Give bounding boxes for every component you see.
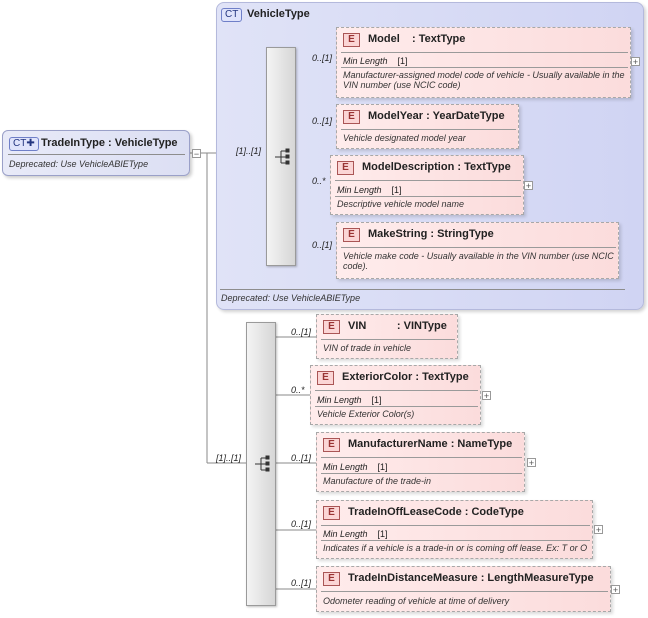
divider [335,180,521,181]
element-vin[interactable]: E VIN : VINType VIN of trade in vehicle [316,314,458,359]
element-doc: Vehicle make code - Usually available in… [343,251,614,271]
element-tradeindistancemeasure[interactable]: E TradeInDistanceMeasure : LengthMeasure… [316,566,611,612]
element-badge: E [343,33,360,47]
complex-type-badge: CT✚ [9,137,39,151]
element-badge: E [323,320,340,334]
expand-manufacturername-icon[interactable]: + [527,458,536,468]
element-doc: Manufacture of the trade-in [323,476,432,486]
divider [321,540,590,541]
complex-type-badge: CT [221,8,243,22]
divider [341,52,628,53]
expand-tradeinoffleasecode-icon[interactable]: + [594,525,603,535]
divider [321,591,608,592]
element-name: Model : TextType [368,33,466,45]
expand-tradeindistancemeasure-icon[interactable]: + [611,585,620,595]
tradeintype-title: TradeInType : VehicleType [41,137,178,149]
sequence-icon [255,455,270,472]
element-name: TradeInOffLeaseCode : CodeType [348,506,524,518]
element-name: ExteriorColor : TextType [342,371,469,383]
element-name: VIN : VINType [348,320,447,332]
element-doc: Descriptive vehicle model name [337,199,465,209]
sequence-cardinality: [1]..[1] [216,453,242,463]
expand-model-icon[interactable]: + [631,57,640,67]
min-length-facet: Min Length[1] [323,529,388,539]
root-collapse-icon[interactable]: − [192,149,201,159]
vehicletype-title: VehicleType [247,8,310,20]
element-badge: E [323,506,340,520]
element-doc: VIN of trade in vehicle [323,343,412,353]
element-exteriorcolor[interactable]: E ExteriorColor : TextType Min Length[1]… [310,365,481,425]
element-badge: E [343,110,360,124]
element-badge: E [317,371,334,385]
sequence-compositor[interactable] [246,322,276,606]
min-length-facet: Min Length[1] [317,395,382,405]
element-model[interactable]: E Model : TextType Min Length[1] Manufac… [336,27,631,98]
divider [321,339,455,340]
element-name: ManufacturerName : NameType [348,438,513,450]
element-name: TradeInDistanceMeasure : LengthMeasureTy… [348,572,594,584]
divider [321,525,590,526]
divider [321,473,522,474]
element-modeldescription[interactable]: E ModelDescription : TextType Min Length… [330,155,524,215]
divider [315,390,478,391]
element-badge: E [323,572,340,586]
exteriorcolor-cardinality: 0..* [291,385,305,395]
sequence-icon [275,148,290,165]
divider [8,154,185,155]
vin-cardinality: 0..[1] [291,327,312,337]
manufacturername-cardinality: 0..[1] [291,453,312,463]
element-makestring[interactable]: E MakeString : StringType Vehicle make c… [336,222,619,279]
divider [321,457,522,458]
divider [335,196,521,197]
element-name: ModelYear : YearDateType [368,110,505,122]
tradeinoffleasecode-cardinality: 0..[1] [291,519,312,529]
sequence-cardinality: [1]..[1] [236,146,262,156]
element-modelyear[interactable]: E ModelYear : YearDateType Vehicle desig… [336,104,519,149]
expand-exteriorcolor-icon[interactable]: + [482,391,491,401]
modelyear-cardinality: 0..[1] [312,116,333,126]
element-doc: Vehicle Exterior Color(s) [317,409,415,419]
makestring-cardinality: 0..[1] [312,240,333,250]
divider [220,289,625,290]
element-name: MakeString : StringType [368,228,494,240]
divider [315,406,478,407]
element-doc: Vehicle designated model year [343,133,466,143]
element-badge: E [323,438,340,452]
divider [341,129,516,130]
min-length-facet: Min Length[1] [337,185,402,195]
element-tradeinoffleasecode[interactable]: E TradeInOffLeaseCode : CodeType Min Len… [316,500,593,559]
element-badge: E [337,161,354,175]
element-doc: Indicates if a vehicle is a trade-in or … [323,543,588,553]
divider [341,67,628,68]
element-doc: Manufacturer-assigned model code of vehi… [343,70,625,90]
divider [341,247,616,248]
min-length-facet: Min Length[1] [343,56,408,66]
modeldescription-cardinality: 0..* [312,176,326,186]
tradeintype-node[interactable]: CT✚ TradeInType : VehicleType Deprecated… [2,130,190,176]
element-badge: E [343,228,360,242]
tradeindistancemeasure-cardinality: 0..[1] [291,578,312,588]
model-cardinality: 0..[1] [312,53,333,63]
expand-modeldescription-icon[interactable]: + [524,181,533,191]
min-length-facet: Min Length[1] [323,462,388,472]
element-doc: Odometer reading of vehicle at time of d… [323,596,510,606]
element-name: ModelDescription : TextType [362,161,511,173]
vehicletype-doc: Deprecated: Use VehicleABIEType [221,293,361,303]
element-manufacturername[interactable]: E ManufacturerName : NameType Min Length… [316,432,525,492]
sequence-compositor[interactable] [266,47,296,266]
tradeintype-doc: Deprecated: Use VehicleABIEType [9,159,149,169]
